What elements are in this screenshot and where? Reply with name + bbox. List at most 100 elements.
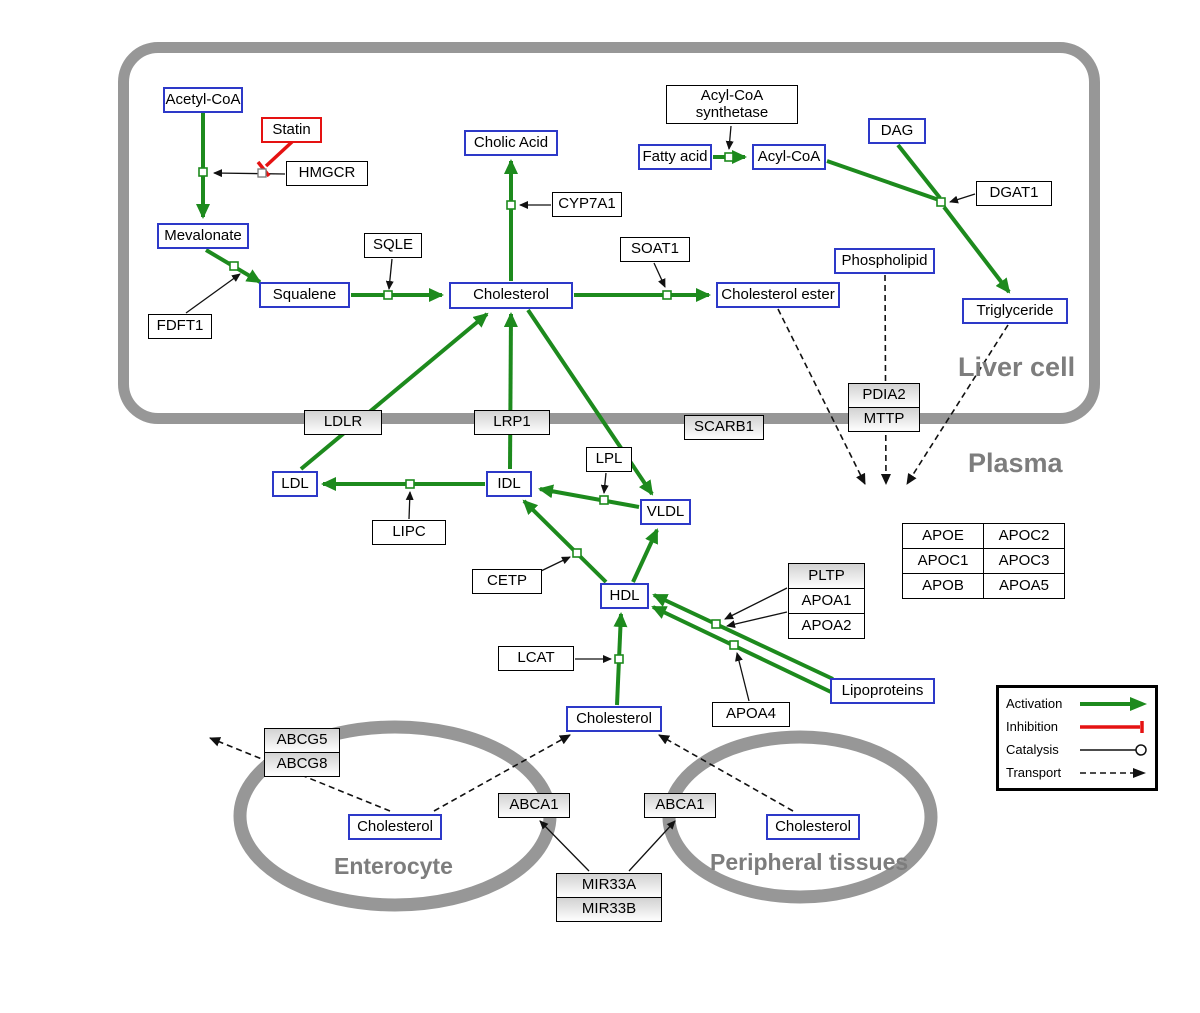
edge-junction-to-triglyceride — [942, 205, 1011, 294]
node-cyp7a1[interactable]: CYP7A1 — [552, 192, 622, 217]
node-acetyl-coa[interactable]: Acetyl-CoA — [163, 87, 243, 113]
node-dgat1[interactable]: DGAT1 — [976, 181, 1052, 206]
node-apoa2[interactable]: APOA2 — [788, 613, 865, 639]
node-acyl-coa[interactable]: Acyl-CoA — [752, 144, 826, 170]
node-cholesterol-liver[interactable]: Cholesterol — [449, 282, 573, 309]
node-dag[interactable]: DAG — [868, 118, 926, 144]
node-lrp1[interactable]: LRP1 — [474, 410, 550, 435]
node-mevalonate[interactable]: Mevalonate — [157, 223, 249, 249]
node-squalene[interactable]: Squalene — [259, 282, 350, 308]
node-acyl-coa-synthetase[interactable]: Acyl-CoA synthetase — [666, 85, 798, 124]
node-apoa1[interactable]: APOA1 — [788, 588, 865, 614]
edge-soat1-catalysis — [653, 262, 666, 288]
node-cetp[interactable]: CETP — [472, 569, 542, 594]
node-pdia2[interactable]: PDIA2 — [848, 383, 920, 408]
edge-cholesterolester-transport — [777, 308, 866, 485]
edge-ldl-to-cholesterol-via-ldlr — [299, 312, 489, 471]
node-cholesterol-plasma[interactable]: Cholesterol — [566, 706, 662, 732]
node-apoa4[interactable]: APOA4 — [712, 702, 790, 727]
edge-triglyceride-transport — [906, 324, 1009, 485]
node-vldl[interactable]: VLDL — [640, 499, 691, 525]
node-lipc[interactable]: LIPC — [372, 520, 446, 545]
node-cholesterol-enterocyte[interactable]: Cholesterol — [348, 814, 442, 840]
reaction-node-apoa — [711, 619, 721, 629]
reaction-node-lpl — [599, 495, 609, 505]
edge-hdl-to-idl-cetp — [522, 499, 608, 584]
reaction-node-soat1 — [662, 290, 672, 300]
node-apob[interactable]: APOB — [902, 573, 984, 599]
reaction-node-hmgcr — [198, 167, 208, 177]
node-sqle[interactable]: SQLE — [364, 233, 422, 258]
node-idl[interactable]: IDL — [486, 471, 532, 497]
node-mir33a[interactable]: MIR33A — [556, 873, 662, 898]
node-abcg8[interactable]: ABCG8 — [264, 752, 340, 777]
node-abca1-peripheral[interactable]: ABCA1 — [644, 793, 716, 818]
node-apoc3[interactable]: APOC3 — [983, 548, 1065, 574]
reaction-node-lcat — [614, 654, 624, 664]
edge-phospholipid-transport — [880, 274, 891, 485]
node-ldl[interactable]: LDL — [272, 471, 318, 497]
node-cholesterol-ester[interactable]: Cholesterol ester — [716, 282, 840, 308]
node-fdft1[interactable]: FDFT1 — [148, 314, 212, 339]
node-hdl[interactable]: HDL — [600, 583, 649, 609]
node-lpl[interactable]: LPL — [586, 447, 632, 472]
node-cholic-acid[interactable]: Cholic Acid — [464, 130, 558, 156]
edge-acylcoa-to-dgat1-junction — [826, 159, 940, 202]
edge-hmgcr-catalysis — [213, 169, 286, 178]
node-apoc1[interactable]: APOC1 — [902, 548, 984, 574]
node-fatty-acid[interactable]: Fatty acid — [638, 144, 712, 170]
reaction-node-apoa4 — [729, 640, 739, 650]
legend-label-inhibition: Inhibition — [1006, 719, 1059, 734]
node-statin[interactable]: Statin — [261, 117, 322, 143]
edge-mir33-to-abca1-left — [539, 820, 590, 872]
reaction-node-sqle — [383, 290, 393, 300]
edge-idl-to-cholesterol-via-lrp1 — [503, 312, 518, 470]
node-mir33b[interactable]: MIR33B — [556, 897, 662, 922]
anchor-statin-target — [257, 168, 267, 178]
node-pltp[interactable]: PLTP — [788, 563, 865, 589]
node-mttp[interactable]: MTTP — [848, 407, 920, 432]
node-scarb1[interactable]: SCARB1 — [684, 415, 764, 440]
inhibition-tbar-icon — [1080, 720, 1144, 733]
edge-lipc-catalysis — [405, 491, 414, 520]
edge-fdft1-catalysis — [185, 273, 241, 314]
legend-label-transport: Transport — [1006, 765, 1062, 780]
edge-cetp-catalysis — [540, 556, 571, 572]
edge-lipoproteins-to-hdl-lower — [651, 605, 832, 694]
node-triglyceride[interactable]: Triglyceride — [962, 298, 1068, 324]
label-plasma: Plasma — [968, 448, 1063, 478]
edge-lipoproteins-to-hdl-upper — [652, 593, 834, 681]
edge-dag-to-dgat1-junction — [896, 143, 942, 200]
node-apoe[interactable]: APOE — [902, 523, 984, 549]
node-lcat[interactable]: LCAT — [498, 646, 574, 671]
edge-peripheral-to-plasma-cholesterol — [658, 734, 794, 812]
legend-row-activation: Activation — [1006, 696, 1148, 712]
node-abca1-enterocyte[interactable]: ABCA1 — [498, 793, 570, 818]
node-phospholipid[interactable]: Phospholipid — [834, 248, 935, 274]
reaction-node-cyp7a1 — [506, 200, 516, 210]
node-ldlr[interactable]: LDLR — [304, 410, 382, 435]
node-lipoproteins[interactable]: Lipoproteins — [830, 678, 935, 704]
transport-dashed-arrow-icon — [1080, 767, 1146, 778]
legend-row-transport: Transport — [1006, 765, 1148, 781]
edge-lpl-catalysis — [600, 472, 609, 494]
node-soat1[interactable]: SOAT1 — [620, 237, 690, 262]
catalysis-circle-icon — [1080, 743, 1147, 756]
node-hmgcr[interactable]: HMGCR — [286, 161, 368, 186]
legend-row-inhibition: Inhibition — [1006, 719, 1148, 735]
label-liver-cell: Liver cell — [958, 352, 1076, 382]
node-abcg5[interactable]: ABCG5 — [264, 728, 340, 753]
edge-pltp-apoa1-catalysis — [724, 587, 788, 620]
node-apoa5[interactable]: APOA5 — [983, 573, 1065, 599]
reaction-node-cetp — [572, 548, 582, 558]
node-cholesterol-peripheral[interactable]: Cholesterol — [766, 814, 860, 840]
legend-row-catalysis: Catalysis — [1006, 742, 1148, 758]
reaction-node-lipc — [405, 479, 415, 489]
legend-label-activation: Activation — [1006, 696, 1063, 711]
edge-sqle-catalysis — [385, 258, 394, 290]
node-apoc2[interactable]: APOC2 — [983, 523, 1065, 549]
edge-apoa4-catalysis — [735, 652, 750, 702]
legend: Activation Inhibition Catalysis Transpor… — [996, 685, 1158, 791]
